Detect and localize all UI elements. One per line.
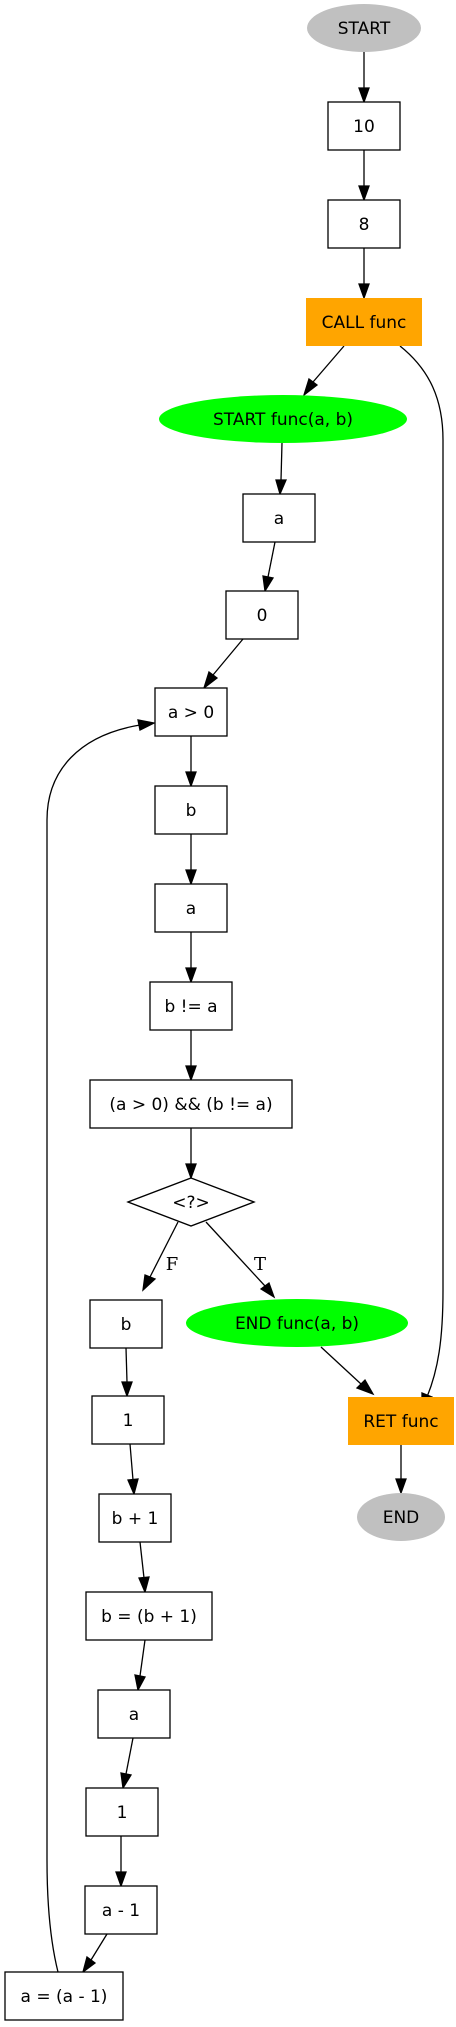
edge-aminus1-assigna bbox=[90, 1933, 108, 1961]
node-1-b-label: 1 bbox=[117, 1803, 128, 1823]
node-b-2-label: b bbox=[121, 1315, 132, 1335]
node-0-label: 0 bbox=[257, 606, 268, 626]
arrowhead bbox=[137, 719, 157, 731]
node-1-b bbox=[85, 1787, 159, 1837]
edge-0-agt0 bbox=[212, 638, 244, 676]
arrowhead bbox=[358, 185, 370, 202]
node-b-ne-a-label: b != a bbox=[164, 997, 217, 1017]
node-a-minus-1-label: a - 1 bbox=[102, 1901, 140, 1921]
arrowhead bbox=[355, 1378, 375, 1396]
edge-call-ret bbox=[399, 345, 444, 1398]
end-label: END bbox=[383, 1508, 420, 1528]
arrowhead bbox=[275, 479, 287, 496]
node-a-1 bbox=[242, 493, 316, 543]
node-10 bbox=[327, 101, 401, 151]
edge-a-0 bbox=[267, 541, 276, 578]
node-assign-a-label: a = (a - 1) bbox=[21, 1987, 108, 2007]
nodes: START 10 8 CALL func START func(a, b) a … bbox=[4, 4, 454, 2021]
edge-b-1 bbox=[125, 1347, 128, 1383]
edge-label-false: F bbox=[166, 1254, 179, 1275]
node-assign-b-label: b = (b + 1) bbox=[101, 1607, 197, 1627]
node-b-plus-1 bbox=[98, 1493, 172, 1543]
arrowhead bbox=[121, 1381, 133, 1398]
node-a-3 bbox=[97, 1689, 171, 1739]
node-b-1 bbox=[154, 785, 228, 835]
edge-loop-back bbox=[46, 724, 141, 1973]
node-a-1-label: a bbox=[274, 509, 284, 529]
arrowhead bbox=[302, 377, 319, 397]
start-node bbox=[307, 4, 421, 52]
decision-diamond bbox=[126, 1177, 256, 1227]
arrowhead bbox=[358, 283, 370, 300]
arrowhead bbox=[185, 1065, 197, 1082]
edge-endfunc-ret bbox=[320, 1346, 362, 1385]
arrowhead bbox=[142, 1274, 157, 1292]
start-func-label: START func(a, b) bbox=[213, 410, 353, 430]
edge-1-bplus1 bbox=[129, 1443, 134, 1481]
arrowhead bbox=[185, 1163, 197, 1180]
end-node bbox=[357, 1493, 445, 1541]
arrowhead bbox=[115, 1871, 127, 1888]
node-a-gt-0 bbox=[154, 687, 228, 737]
node-1-a bbox=[91, 1395, 165, 1445]
arrowhead bbox=[202, 670, 219, 690]
arrowhead bbox=[138, 1576, 150, 1594]
decision-label: <?> bbox=[172, 1193, 210, 1213]
edge-a-1 bbox=[125, 1737, 134, 1775]
node-a-2 bbox=[154, 883, 228, 933]
arrowhead bbox=[120, 1772, 133, 1790]
node-and-condition-label: (a > 0) && (b != a) bbox=[109, 1095, 272, 1115]
edge-label-true: T bbox=[254, 1254, 266, 1275]
start-func-node bbox=[159, 395, 407, 443]
ret-func-node bbox=[348, 1397, 454, 1445]
node-assign-b bbox=[85, 1591, 213, 1641]
edge-call-startfunc bbox=[312, 345, 345, 383]
node-a-gt-0-label: a > 0 bbox=[168, 703, 214, 723]
node-a-minus-1 bbox=[84, 1885, 158, 1935]
arrowhead bbox=[134, 1674, 146, 1692]
arrowhead bbox=[259, 1281, 276, 1299]
node-0 bbox=[225, 590, 299, 640]
node-b-2 bbox=[89, 1299, 163, 1349]
arrowhead bbox=[185, 869, 197, 886]
node-assign-a bbox=[4, 1971, 124, 2021]
node-8 bbox=[327, 199, 401, 249]
edge-assignb-a bbox=[139, 1639, 146, 1677]
arrowhead bbox=[185, 967, 197, 984]
arrowhead bbox=[262, 575, 275, 593]
node-1-a-label: 1 bbox=[123, 1411, 134, 1431]
start-label: START bbox=[338, 19, 391, 39]
arrowhead bbox=[395, 1478, 407, 1495]
arrowhead bbox=[185, 771, 197, 788]
node-b-ne-a bbox=[149, 981, 233, 1031]
edge-bplus1-assignb bbox=[139, 1541, 145, 1579]
node-8-label: 8 bbox=[359, 215, 370, 235]
node-a-2-label: a bbox=[186, 899, 196, 919]
node-10-label: 10 bbox=[353, 117, 375, 137]
arrowhead bbox=[127, 1478, 139, 1496]
arrowhead bbox=[81, 1955, 97, 1974]
end-func-label: END func(a, b) bbox=[235, 1314, 359, 1334]
end-func-node bbox=[186, 1299, 408, 1347]
node-a-3-label: a bbox=[129, 1705, 139, 1725]
edge-decision-false bbox=[149, 1221, 179, 1278]
node-b-plus-1-label: b + 1 bbox=[112, 1509, 159, 1529]
call-func-label: CALL func bbox=[322, 313, 407, 333]
arrowhead bbox=[358, 87, 370, 104]
edge-decision-true bbox=[205, 1221, 266, 1287]
edge-startfunc-a bbox=[280, 442, 283, 481]
call-func-node bbox=[306, 298, 422, 346]
node-b-1-label: b bbox=[186, 801, 197, 821]
node-and-condition bbox=[89, 1079, 293, 1129]
ret-func-label: RET func bbox=[363, 1412, 438, 1432]
